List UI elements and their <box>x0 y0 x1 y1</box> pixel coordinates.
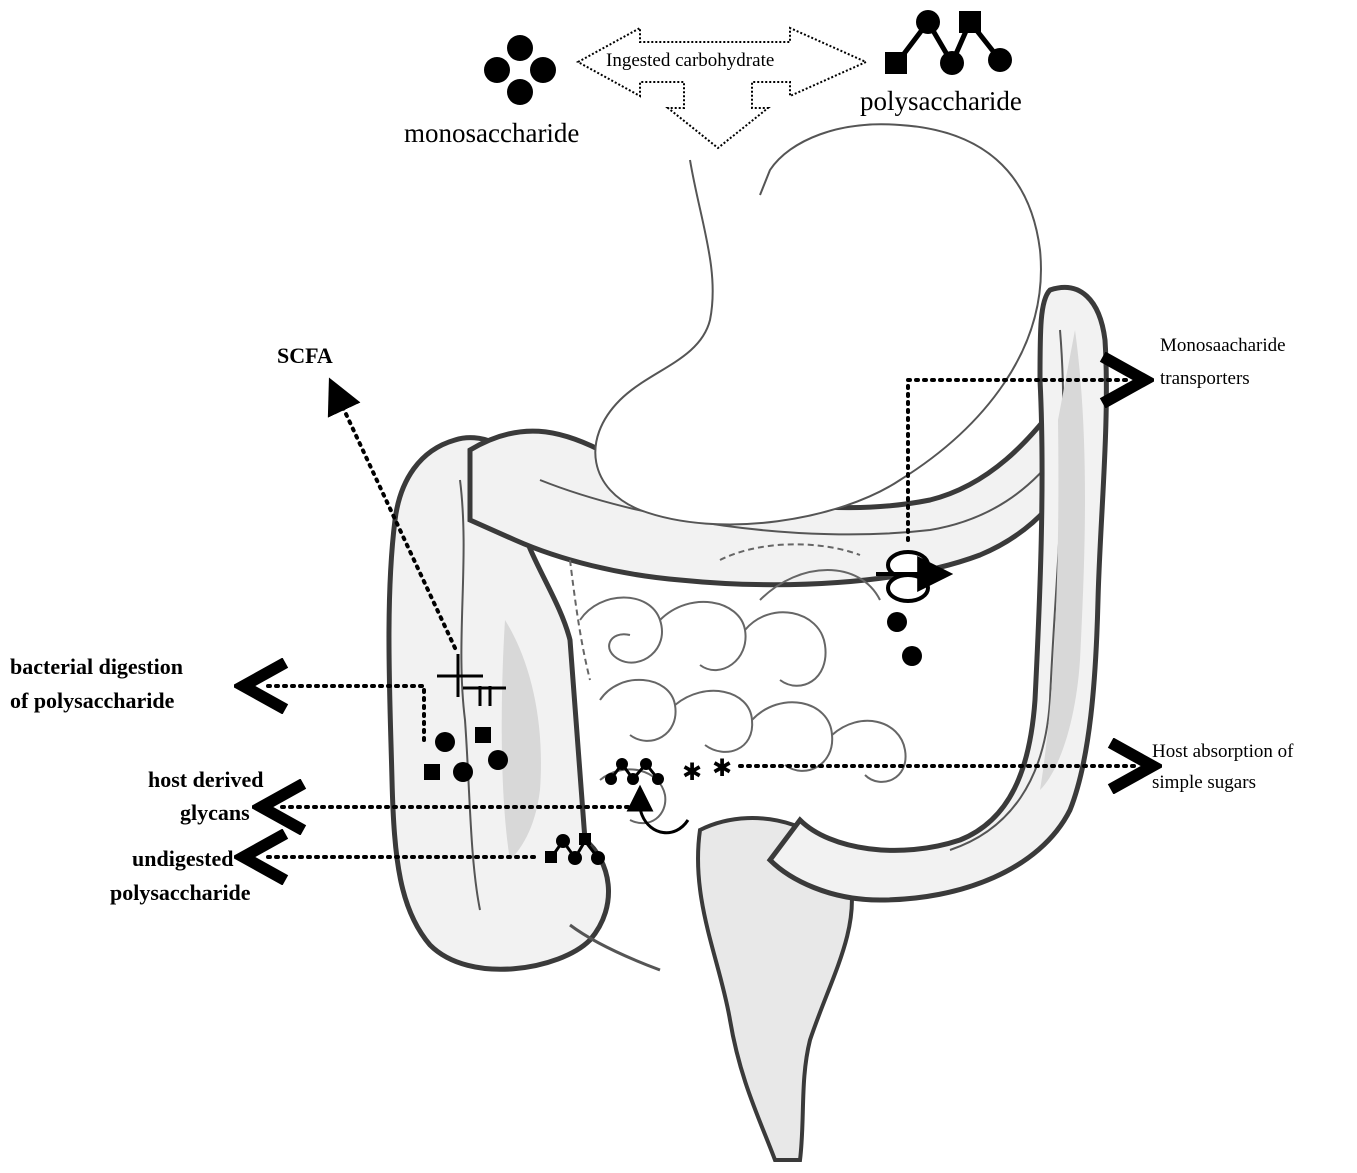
ingested-carbohydrate-label: Ingested carbohydrate <box>606 50 774 72</box>
host-glycans-label-line1: host derived <box>148 767 264 793</box>
anatomy-drawing <box>389 124 1106 1160</box>
polysaccharide-glyph-icon <box>885 10 1012 75</box>
simple-sugar-stars-icon: ✱ ✱ <box>682 754 732 786</box>
svg-text:✱: ✱ <box>712 754 732 782</box>
polysaccharide-label: polysaccharide <box>860 86 1022 117</box>
svg-text:✱: ✱ <box>682 758 702 786</box>
bacterial-digestion-label-line2: of polysaccharide <box>10 688 174 714</box>
undigested-label-line1: undigested <box>132 846 233 872</box>
transporters-label-line1: Monosaacharide <box>1160 335 1286 357</box>
monosaccharide-label: monosaccharide <box>404 118 579 149</box>
undigested-label-line2: polysaccharide <box>110 880 251 906</box>
host-glycans-label-line2: glycans <box>180 800 250 826</box>
transporters-label-line2: transporters <box>1160 368 1250 390</box>
absorption-label-line1: Host absorption of <box>1152 741 1293 763</box>
bacterial-digestion-label-line1: bacterial digestion <box>10 654 183 680</box>
absorption-label-line2: simple sugars <box>1152 772 1256 794</box>
stomach <box>595 124 1041 524</box>
monosaccharide-glyph-icon <box>484 35 556 105</box>
scfa-label: SCFA <box>277 343 333 369</box>
glycan-release-arrow <box>640 790 689 833</box>
ingested-carbohydrate-arrow <box>578 28 866 148</box>
